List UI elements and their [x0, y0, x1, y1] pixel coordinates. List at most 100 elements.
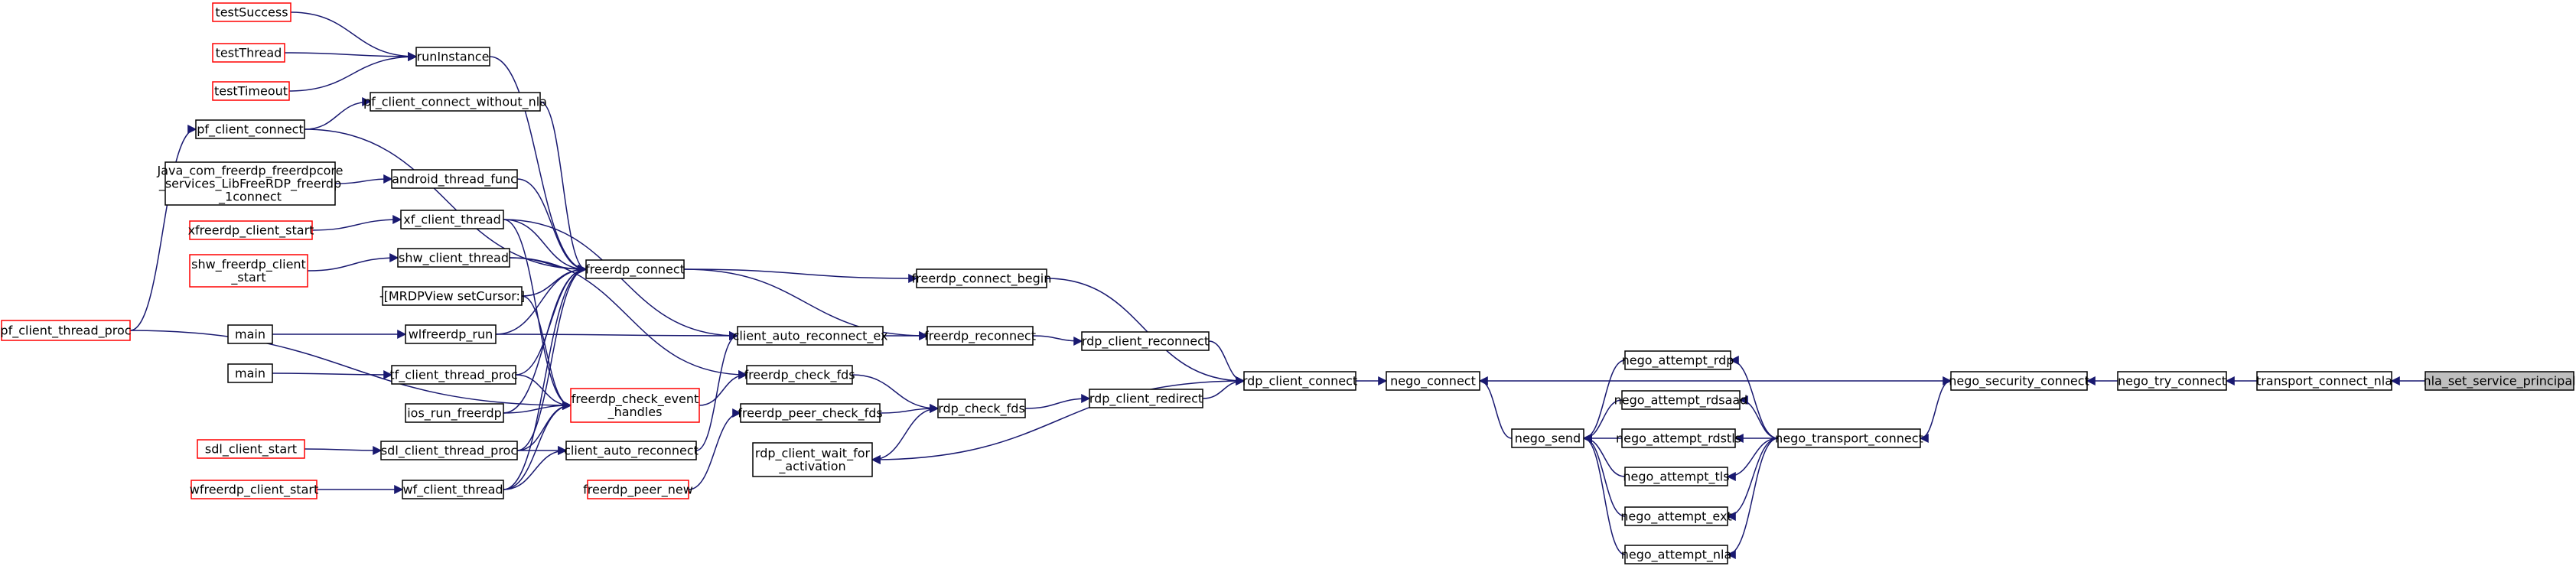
node-label: pf_client_thread_proc — [0, 324, 131, 339]
node-client-auto-reconnect-ex[interactable]: client_auto_reconnect_ex — [733, 326, 888, 346]
node-freerdp-reconnect[interactable]: freerdp_reconnect — [924, 326, 1036, 346]
edge-rdp-client-reconnect-to-rdp-client-connect — [1208, 340, 1246, 385]
edge-rdp-client-redirect-to-rdp-client-connect — [1202, 376, 1246, 399]
node-testTimeout[interactable]: testTimeout — [212, 81, 290, 101]
node-label: _1connect — [218, 190, 282, 205]
node-xfreerdp-client-start[interactable]: xfreerdp_client_start — [188, 220, 314, 240]
node-pf-client-connect[interactable]: pf_client_connect — [195, 119, 305, 139]
node-box — [397, 248, 510, 268]
edge-ios-run-freerdp-to-freerdp-connect — [503, 265, 588, 414]
node-nego-attempt-nla[interactable]: nego_attempt_nla — [1621, 545, 1732, 564]
node-android-thread-func[interactable]: android_thread_func — [391, 169, 518, 189]
node-nego-try-connect[interactable]: nego_try_connect — [2117, 371, 2227, 391]
node-nego-attempt-rdsaad[interactable]: nego_attempt_rdsaad — [1614, 390, 1748, 410]
edge-rdp-check-fds-to-rdp-client-redirect — [1024, 394, 1091, 409]
node-label: rdp_client_wait_for — [755, 446, 871, 461]
edge-freerdp-reconnect-to-rdp-client-reconnect — [1032, 335, 1083, 346]
edge-pf-client-thread-proc-to-pf-client-connect — [129, 125, 197, 331]
node-rdp-client-redirect[interactable]: rdp_client_redirect — [1089, 389, 1203, 408]
node-box — [937, 398, 1026, 418]
node-tf-client-thread-proc[interactable]: tf_client_thread_proc — [389, 365, 518, 385]
edge-android-thread-func-to-freerdp-connect — [516, 178, 588, 274]
node-shw-freerdp-client-start[interactable]: shw_freerdp_client_start — [189, 254, 308, 288]
node-rdp-check-fds[interactable]: rdp_check_fds — [937, 398, 1026, 418]
node-label: freerdp_connect — [585, 262, 685, 278]
node-label: wfreerdp_client_start — [190, 483, 318, 498]
node-freerdp-check-event-handles[interactable]: freerdp_check_event_handles — [570, 388, 700, 423]
node-nego-attempt-rdstls[interactable]: nego_attempt_rdstls — [1616, 428, 1741, 448]
node-label: main — [235, 327, 265, 342]
node-rdp-client-connect[interactable]: rdp_client_connect — [1242, 371, 1357, 391]
node-label: freerdp_check_fds — [744, 368, 855, 383]
node-freerdp-connect-begin[interactable]: freerdp_connect_begin — [912, 268, 1052, 288]
node-box — [570, 388, 700, 423]
node-java-connect[interactable]: Java_com_freerdp_freerdpcore_services_Li… — [157, 161, 344, 206]
node-mrdpview[interactable]: -[MRDPView setCursor:] — [379, 286, 525, 306]
node-box — [380, 441, 518, 460]
node-pf-client-thread-proc[interactable]: pf_client_thread_proc — [0, 320, 132, 341]
node-sdl-client-thread-proc[interactable]: sdl_client_thread_proc — [380, 441, 518, 460]
node-testThread[interactable]: testThread — [212, 43, 285, 63]
node-box — [400, 210, 504, 229]
node-nego-connect[interactable]: nego_connect — [1386, 371, 1480, 391]
node-freerdp-peer-new[interactable]: freerdp_peer_new — [583, 480, 693, 499]
edge-shw-freerdp-client-start-to-shw-client-thread — [307, 253, 399, 272]
node-label: xf_client_thread — [403, 213, 501, 228]
edge-testThread-to-runInstance — [284, 51, 418, 61]
node-main1[interactable]: main — [227, 324, 273, 344]
node-main2[interactable]: main — [227, 363, 273, 383]
edge-nego-send-to-nego-connect — [1478, 376, 1513, 439]
edge-wf-client-thread-to-freerdp-connect — [503, 265, 588, 490]
node-label: nego_try_connect — [2118, 374, 2226, 389]
node-label: client_auto_reconnect — [564, 444, 699, 459]
node-freerdp-check-fds[interactable]: freerdp_check_fds — [744, 365, 855, 385]
node-box — [2256, 371, 2392, 391]
node-freerdp-peer-check-fds[interactable]: freerdp_peer_check_fds — [738, 403, 883, 423]
node-wf-client-thread[interactable]: wf_client_thread — [402, 480, 504, 499]
node-label: Java_com_freerdp_freerdpcore — [157, 164, 344, 179]
node-rdp-client-reconnect[interactable]: rdp_client_reconnect — [1081, 331, 1210, 351]
edge-freerdp-peer-new-to-freerdp-peer-check-fds — [688, 408, 742, 490]
node-layer: testSuccess testThread testTimeout pf_clien… — [0, 2, 2576, 564]
node-wlfreerdp-run[interactable]: wlfreerdp_run — [405, 324, 497, 344]
edge-shw-client-thread-to-freerdp-check-fds — [509, 257, 748, 379]
node-wfreerdp-client-start[interactable]: wfreerdp_client_start — [190, 480, 318, 499]
node-label: tf_client_thread_proc — [389, 368, 517, 383]
node-sdl-client-start[interactable]: sdl_client_start — [197, 439, 305, 459]
edge-sdl-client-start-to-sdl-client-thread-proc — [304, 445, 383, 455]
node-client-auto-reconnect[interactable]: client_auto_reconnect — [564, 441, 699, 460]
node-freerdp-connect[interactable]: freerdp_connect — [585, 259, 685, 279]
node-nego-security-connect[interactable]: nego_security_connect — [1949, 371, 2089, 391]
node-runInstance[interactable]: runInstance — [415, 47, 490, 67]
edge-testSuccess-to-runInstance — [290, 11, 418, 61]
node-shw-client-thread[interactable]: shw_client_thread — [397, 248, 510, 268]
node-box — [382, 286, 523, 306]
node-nego-transport-connect[interactable]: nego_transport_connect — [1775, 428, 1923, 448]
node-testSuccess[interactable]: testSuccess — [212, 2, 291, 22]
node-nego-send[interactable]: nego_send — [1511, 428, 1584, 448]
node-nla-set-service-principal[interactable]: nla_set_service_principal — [2423, 371, 2576, 391]
edge-ios-run-freerdp-to-freerdp-check-event-handles — [503, 401, 572, 414]
node-rdp-client-wait-for-activation[interactable]: rdp_client_wait_for_activation — [752, 442, 873, 477]
node-box — [197, 439, 305, 459]
node-nego-attempt-tls[interactable]: nego_attempt_tls — [1623, 467, 1730, 486]
node-transport-connect-nla[interactable]: transport_connect_nla — [2256, 371, 2392, 391]
node-label: xfreerdp_client_start — [188, 223, 314, 239]
node-label: wlfreerdp_run — [409, 327, 493, 343]
edge-wlfreerdp-run-to-client-auto-reconnect-ex — [495, 330, 739, 340]
node-ios-run-freerdp[interactable]: ios_run_freerdp — [405, 403, 504, 423]
edge-freerdp-peer-check-fds-to-rdp-check-fds — [879, 404, 940, 414]
node-box — [405, 403, 504, 423]
node-box — [227, 363, 273, 383]
node-box — [1624, 545, 1728, 564]
node-label: transport_connect_nla — [2256, 374, 2392, 389]
node-label: freerdp_peer_check_fds — [738, 406, 883, 421]
node-nego-attempt-ext[interactable]: nego_attempt_ext — [1620, 506, 1732, 526]
node-nego-attempt-rdp[interactable]: nego_attempt_rdp — [1622, 350, 1734, 370]
node-xf-client-thread[interactable]: xf_client_thread — [400, 210, 504, 229]
edge-nego-transport-connect-to-nego-attempt-nla — [1726, 438, 1779, 559]
node-label: freerdp_peer_new — [583, 483, 693, 498]
node-label: nego_attempt_rdp — [1622, 353, 1734, 369]
edge-xf-client-thread-to-freerdp-check-event-handles — [503, 219, 572, 410]
node-pf-client-connect-without-nla[interactable]: pf_client_connect_without_nla — [363, 92, 547, 112]
